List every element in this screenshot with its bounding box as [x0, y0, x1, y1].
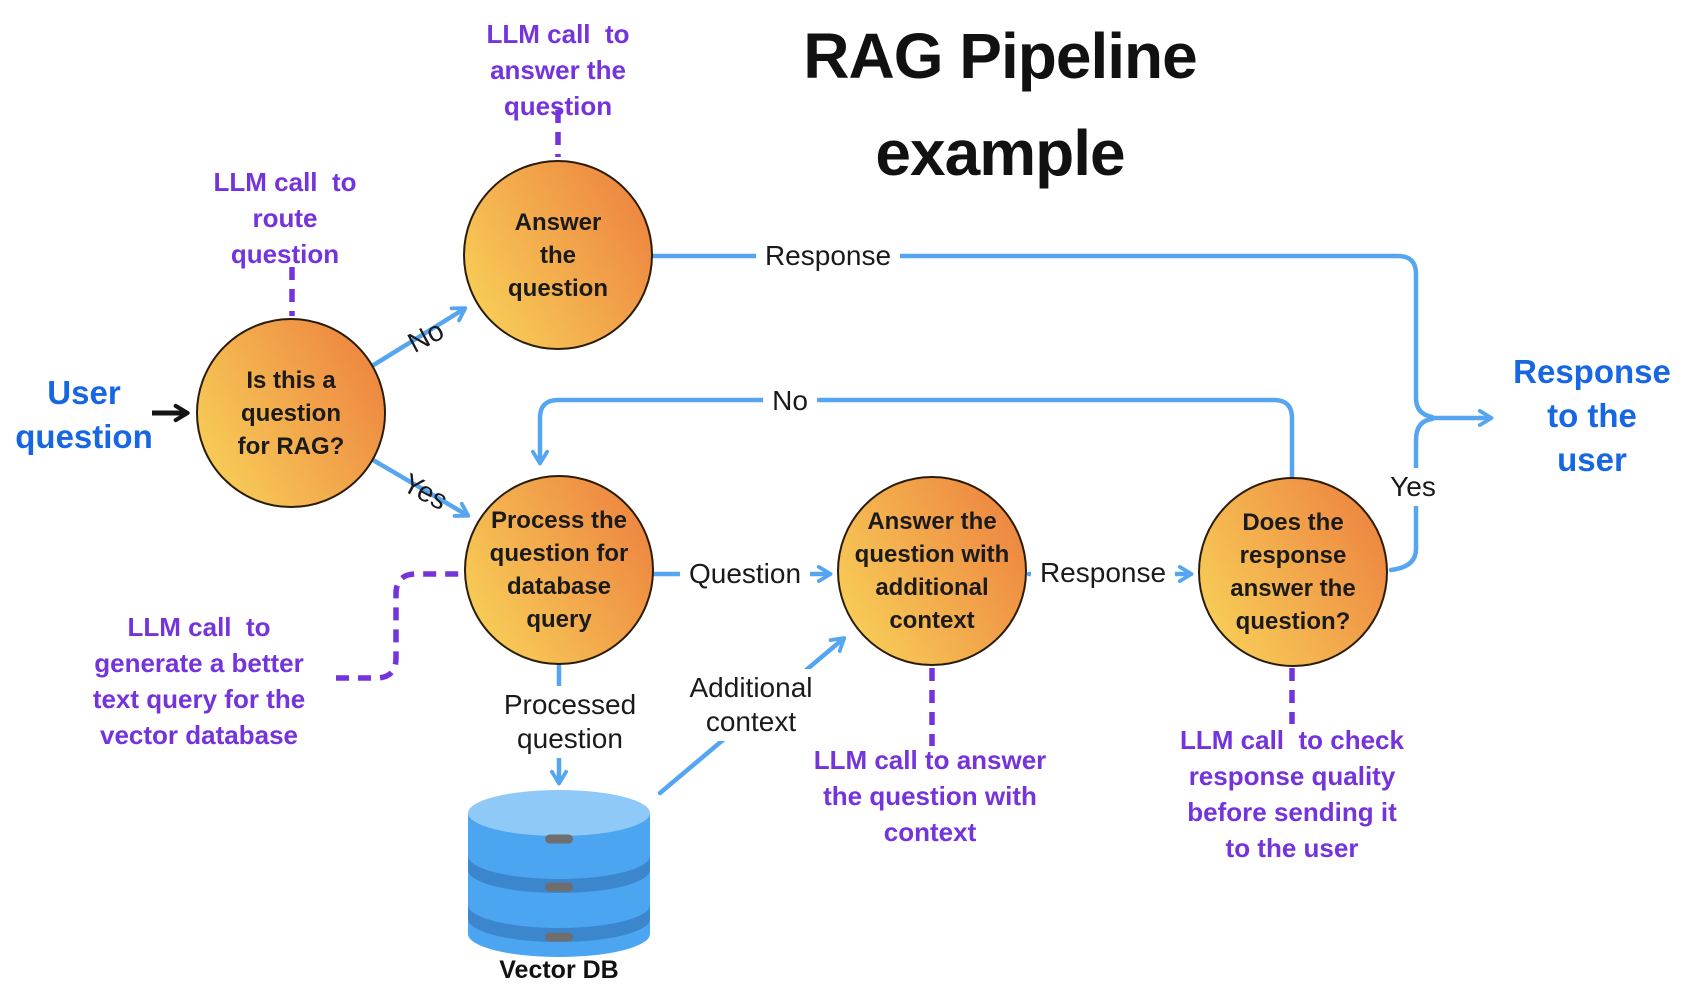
edge-label-question: Question [679, 555, 811, 593]
node-check-response: Does the response answer the question? [1198, 477, 1388, 667]
annotation-connector-query [336, 571, 460, 681]
edge-no-loop [531, 397, 1295, 480]
annotation-answer: LLM call to answer the question [486, 19, 630, 121]
edge-yes-to-process [370, 457, 471, 518]
diagram-title: RAG Pipeline example [803, 20, 1197, 189]
output-label-response-to-user: Response to the user [1513, 353, 1671, 478]
edge-no-to-answer [369, 306, 468, 369]
annotation-query: LLM call to generate a better text query… [92, 612, 306, 750]
edge-label-response-mid: Response [1030, 554, 1176, 592]
edge-label-response-top: Response [755, 237, 901, 275]
annotation-route: LLM call to route question [213, 167, 357, 269]
node-answer-with-context: Answer the question with additional cont… [837, 476, 1027, 666]
edge-label-processed-question: Processed question [494, 686, 646, 758]
node-is-question-for-rag: Is this a question for RAG? [196, 318, 386, 508]
annotation-check: LLM call to check response quality befor… [1180, 725, 1404, 863]
edge-label-additional-context: Additional context [680, 669, 822, 741]
node-process-question-for-db: Process the question for database query [464, 475, 654, 665]
edge-response-top [649, 253, 1435, 420]
annotation-answer-context: LLM call to answer the question with con… [813, 745, 1047, 847]
node-answer-the-question: Answer the question [463, 160, 653, 350]
edge-label-no-loop: No [763, 382, 817, 420]
edge-label-yes-right: Yes [1381, 468, 1445, 506]
vector-db-icon [468, 790, 650, 957]
vector-db-label: Vector DB [499, 956, 619, 984]
input-label-user-question: User question [15, 374, 153, 455]
